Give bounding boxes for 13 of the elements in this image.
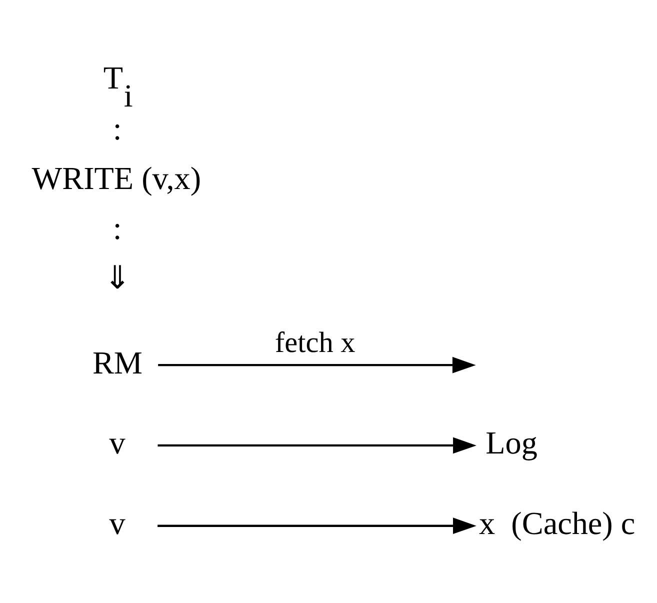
label: : bbox=[112, 210, 122, 246]
arrow bbox=[158, 518, 476, 534]
label: WRITE (v,x) bbox=[32, 160, 202, 196]
node-text: RM bbox=[92, 344, 142, 380]
arrow bbox=[158, 437, 476, 454]
label: : bbox=[112, 110, 122, 146]
node-text: v bbox=[109, 424, 126, 461]
label: ⇓ bbox=[104, 259, 132, 296]
edge-label: fetch x bbox=[274, 326, 356, 359]
node-text: Log bbox=[486, 424, 538, 461]
node-text: x (Cache) c bbox=[479, 505, 636, 542]
node-text: v bbox=[109, 505, 126, 542]
arrow bbox=[158, 356, 476, 374]
